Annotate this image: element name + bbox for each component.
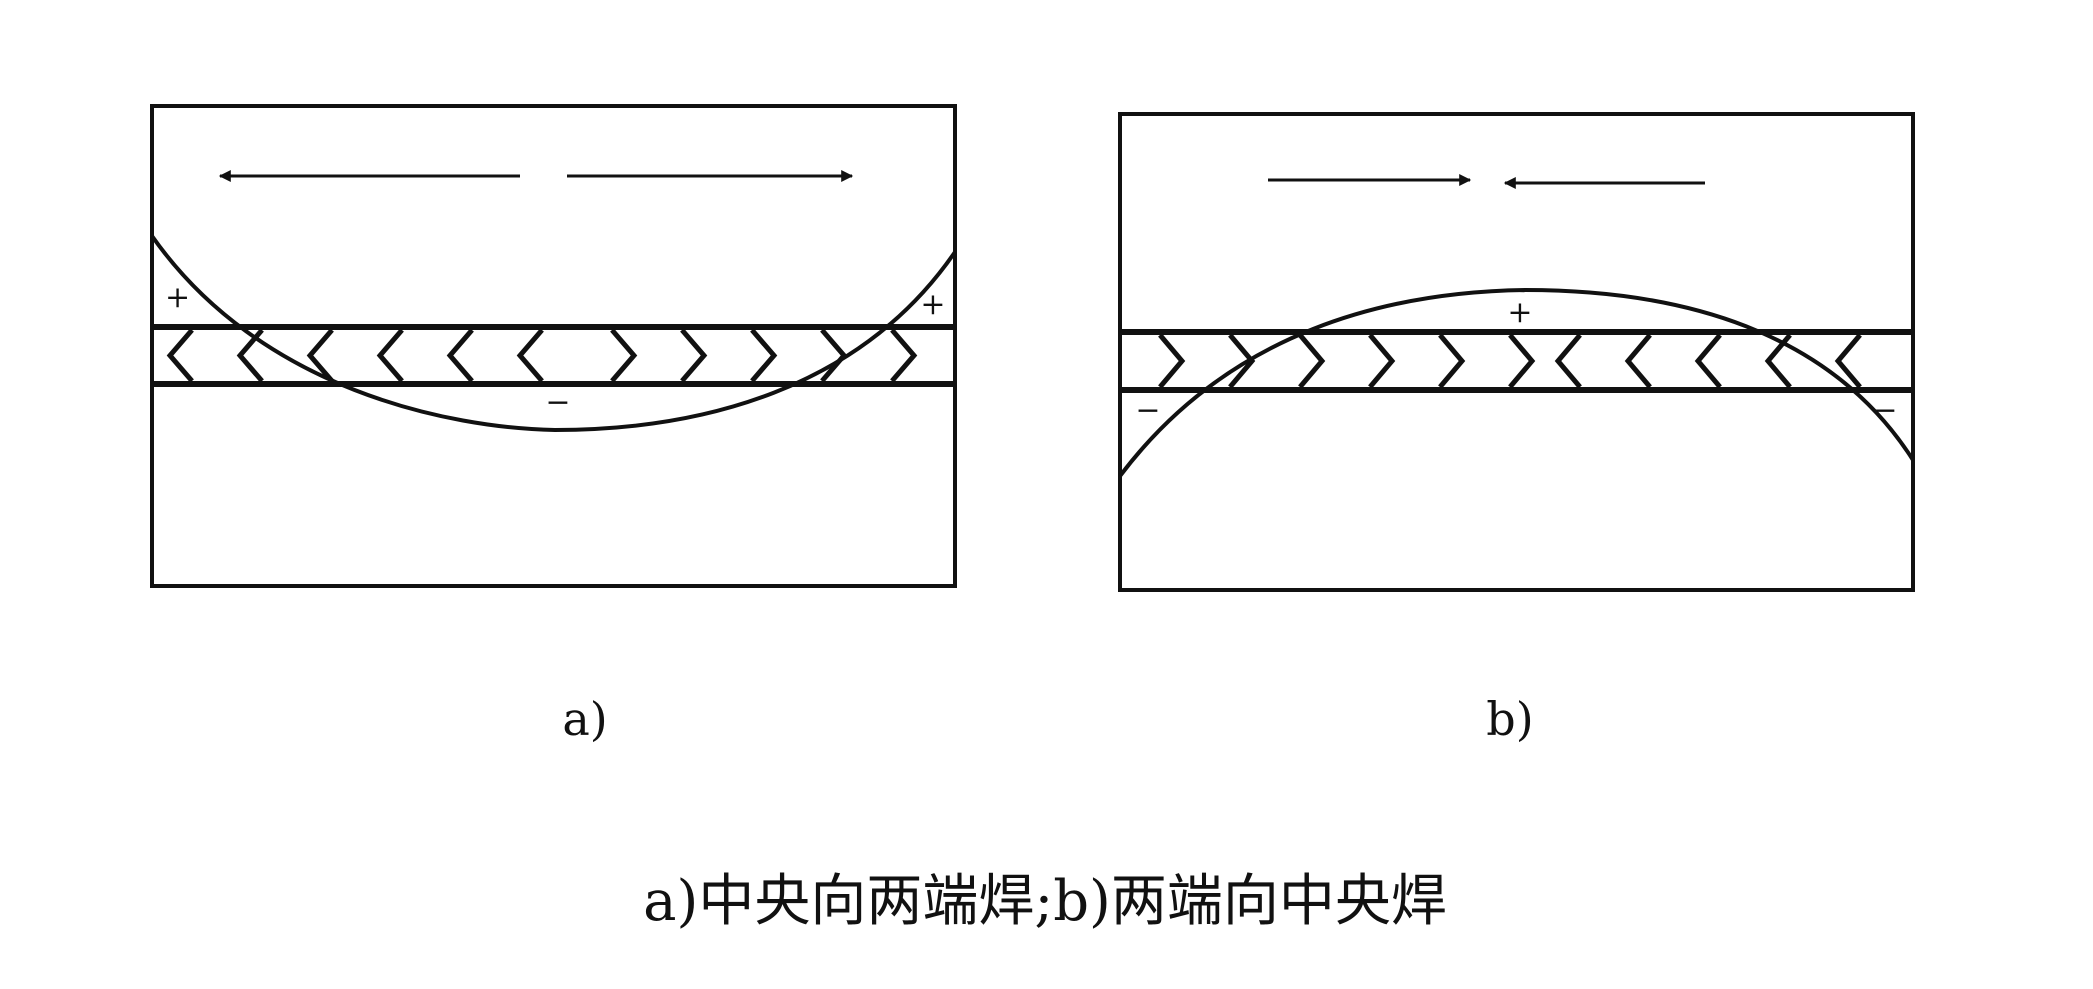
panel-a-weld-strip — [152, 324, 955, 387]
weld-chevron — [1228, 333, 1256, 389]
panel-a: + + − a) — [150, 104, 957, 746]
figure-caption: a)中央向两端焊;b)两端向中央焊 — [643, 869, 1447, 934]
panel-a-label: a) — [562, 692, 607, 746]
weld-chevron — [890, 328, 918, 383]
weld-chevron — [516, 328, 544, 383]
weld-chevron — [610, 328, 638, 383]
weld-chevron — [1834, 333, 1862, 389]
weld-chevron — [680, 328, 708, 383]
panel-a-sign-lower: − — [545, 385, 570, 420]
panel-b-weld-strip — [1120, 329, 1913, 393]
panel-a-sign-upper-left: + — [165, 280, 190, 315]
panel-a-stress-curve — [150, 234, 957, 433]
weld-chevron — [446, 328, 474, 383]
weld-chevron — [750, 328, 778, 383]
panel-b-sign-lower-right: − — [1872, 393, 1897, 428]
weld-chevron — [236, 328, 264, 383]
weld-chevron — [1508, 333, 1536, 389]
panel-a-sign-upper-right: + — [920, 287, 945, 322]
weld-chevron — [820, 328, 848, 383]
panel-b-stress-curve — [1118, 287, 1915, 478]
panel-b-sign-lower-left: − — [1135, 393, 1160, 428]
weld-chevron — [1158, 333, 1186, 389]
weld-chevron — [1554, 333, 1582, 389]
panel-b-label: b) — [1486, 692, 1533, 746]
weld-chevron — [166, 328, 194, 383]
weld-chevron — [306, 328, 334, 383]
panel-b-sign-upper: + — [1507, 295, 1532, 330]
weld-chevron — [1368, 333, 1396, 389]
weld-chevron — [1298, 333, 1326, 389]
panel-b-weld-chevrons — [1158, 333, 1862, 389]
weld-chevron — [1694, 333, 1722, 389]
panel-b: + − − b) — [1118, 112, 1915, 746]
weld-chevron — [376, 328, 404, 383]
panel-b-plate — [1118, 112, 1915, 592]
weld-chevron — [1438, 333, 1466, 389]
panel-a-plate — [150, 104, 957, 588]
weld-chevron — [1624, 333, 1652, 389]
